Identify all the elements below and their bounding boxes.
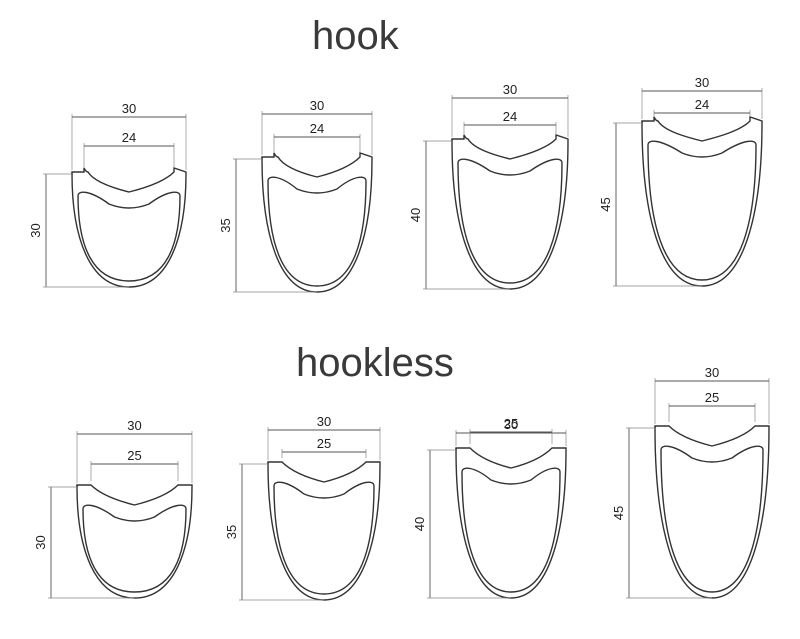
rim-outer-wall <box>654 427 770 599</box>
section-title-hookless: hookless <box>296 341 454 385</box>
inner-width-label: 24 <box>310 121 324 136</box>
tire-bed <box>455 447 567 469</box>
outer-width-label: 30 <box>310 98 324 113</box>
rim-outer-wall <box>261 158 373 293</box>
rim-outer-wall <box>451 140 569 290</box>
tire-bed <box>71 167 187 193</box>
rim-inner-cavity <box>82 504 187 593</box>
section-title-hook: hook <box>312 14 399 58</box>
inner-width-label: 24 <box>695 97 709 112</box>
rim-profile-hook-30: 30 24 30 <box>28 101 187 288</box>
inner-width-label: 25 <box>504 416 518 431</box>
outer-width-label: 30 <box>705 365 719 380</box>
rim-profile-hook-40: 30 24 40 <box>408 82 569 290</box>
tire-bed <box>267 461 381 483</box>
tire-bed <box>261 152 373 178</box>
depth-label: 35 <box>218 218 233 232</box>
outer-width-label: 30 <box>317 414 331 429</box>
depth-label: 40 <box>408 208 423 222</box>
depth-label: 40 <box>412 517 427 531</box>
inner-width-label: 24 <box>122 130 136 145</box>
depth-label: 30 <box>28 223 43 237</box>
rim-profile-hook-35: 30 24 35 <box>218 98 373 293</box>
rim-profile-hookless-30: 30 25 30 <box>33 418 193 599</box>
inner-width-label: 24 <box>503 109 517 124</box>
rim-outer-wall <box>76 486 193 599</box>
depth-label: 45 <box>611 506 626 520</box>
depth-label: 45 <box>598 197 613 211</box>
depth-label: 35 <box>224 525 239 539</box>
outer-width-label: 30 <box>122 101 136 116</box>
depth-label: 30 <box>33 535 48 549</box>
rim-outer-wall <box>455 449 567 599</box>
tire-bed <box>654 425 770 447</box>
inner-width-label: 25 <box>317 436 331 451</box>
outer-width-label: 30 <box>127 418 141 433</box>
rim-inner-cavity <box>647 140 757 281</box>
rim-inner-cavity <box>457 158 563 284</box>
tire-bed <box>641 116 763 142</box>
tire-bed <box>76 484 193 506</box>
outer-width-label: 30 <box>695 75 709 90</box>
rim-outer-wall <box>641 122 763 287</box>
outer-width-label: 30 <box>504 417 518 432</box>
rim-profile-hookless-35: 30 25 35 <box>224 414 381 601</box>
rim-inner-cavity <box>461 467 561 593</box>
rim-outer-wall <box>71 173 187 288</box>
inner-width-label: 25 <box>705 390 719 405</box>
outer-width-label: 30 <box>503 82 517 97</box>
rim-inner-cavity <box>77 191 181 282</box>
rim-inner-cavity <box>660 445 764 593</box>
rim-outer-wall <box>267 463 381 601</box>
inner-width-label: 25 <box>127 448 141 463</box>
rim-inner-cavity <box>273 481 375 595</box>
rim-profile-hookless-45: 30 25 45 <box>611 365 770 599</box>
rim-profile-hook-45: 30 24 45 <box>598 75 763 287</box>
tire-bed <box>451 134 569 160</box>
rim-inner-cavity <box>267 176 367 287</box>
